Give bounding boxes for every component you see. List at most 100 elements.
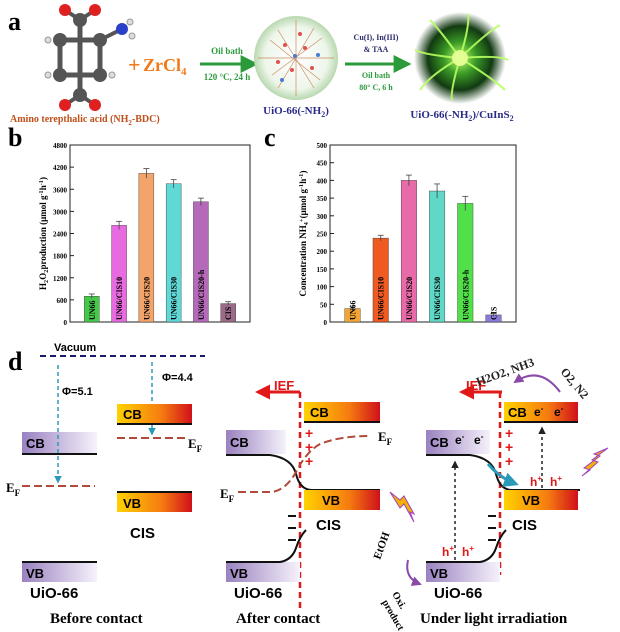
molecule-label: Amino terepthalic acid (NH2-BDC) [10,114,160,127]
phi1-label: Φ=5.1 [62,386,93,398]
uio-vb-band-3 [426,562,500,582]
y-tick-label: 3000 [53,208,68,216]
electron-3c: e- [534,404,544,419]
cis-cb-band-1 [117,404,192,424]
products-label: H2O2, NH3 [474,355,536,389]
panel-a-letter: a [8,7,21,36]
bar-label: UN66/CIS20-h [197,269,206,320]
bar-label: UN66/CIS30 [433,277,442,320]
panel-b-letter: b [8,123,22,152]
y-tick-label: 50 [320,301,328,309]
hole-3a: h+ [530,474,542,489]
y-tick-label: 600 [57,297,68,305]
bar-label: UN66/CIS20 [142,277,151,320]
bar-label: UN66/CIS10 [377,277,386,320]
y-tick-label: 2400 [53,231,68,239]
step2-top1: Cu(I), In(III) [354,33,399,42]
caption-before: Before contact [50,611,143,627]
uio-vb-label-2: VB [230,566,248,581]
ef-label-2a: EF [220,486,235,504]
hole-3d: h+ [462,544,474,559]
zrcl4-label: ZrCl4 [143,55,187,78]
ef-bent-2 [238,435,371,493]
molecule-image [44,4,136,111]
cis-cb-band-3 [504,402,578,422]
y-tick-label: 0 [324,319,328,327]
caption-after: After contact [236,611,320,627]
bar-label: UN66/CIS30 [170,277,179,320]
mof-image [254,16,338,100]
etoh-label: EtOH [372,530,393,561]
y-tick-label: 0 [64,319,68,327]
cis-cb-label-3: CB [508,405,527,420]
mof-label: UiO-66(-NH2) [263,105,329,119]
plot-frame [69,144,251,323]
bar-label: UN66 [349,300,358,320]
cis-vb-band-2 [304,490,380,510]
conversion-arrow [513,373,561,393]
cis-cb-label-1: CB [123,407,142,422]
cis-label-2: CIS [316,517,341,534]
y-tick-label: 350 [317,195,328,203]
y-tick-label: 100 [317,284,328,292]
y-axis-label: Concentration NH4 + (μmol g-1 h-1 ) [298,170,310,296]
electron-3a: e- [455,432,465,447]
phi2-label: Φ=4.4 [162,372,194,384]
uio-cb-band-1 [22,432,97,454]
y-tick-label: 3600 [53,186,68,194]
bar-label: CIS [489,306,498,320]
ief-label-2: IEF [274,378,294,393]
bar-label: UN66 [88,300,97,320]
uio-vb-label-3: VB [430,566,448,581]
chart-c: c 050100150200250300350400450500Concentr… [264,123,517,327]
y-tick-label: 150 [317,266,328,274]
uio-cb-band-2 [226,430,286,454]
uio-label-2: UiO-66 [234,585,282,602]
vacuum-label: Vacuum [54,342,96,354]
cis-vb-band-3 [504,490,578,510]
step2-top2: & TAA [364,45,389,54]
bar-label: UN66/CIS20-h [461,269,470,320]
plus-3a: + [505,425,513,441]
cis-cb-label-2: CB [310,405,329,420]
step1-top: Oil bath [211,46,243,56]
uio-vb-band-2 [226,562,300,582]
plus-2b: + [305,439,313,455]
uio-cb-label-3: CB [430,435,449,450]
reactants-label: O2, N2 [558,365,592,402]
y-tick-label: 400 [317,177,328,185]
cis-label-3: CIS [512,517,537,534]
cis-ef-label-1: EF [188,436,203,454]
plot-frame [329,144,517,323]
ef-label-2b: EF [378,429,393,447]
cis-label-1: CIS [130,525,155,542]
plus-3c: + [505,453,513,469]
y-tick-label: 1200 [53,275,68,283]
product-label: UiO-66(-NH2)/CuInS2 [410,109,513,123]
hole-3c: h+ [442,544,454,559]
ief-label-3: IEF [466,378,486,393]
cis-vb-label-3: VB [522,493,540,508]
uio-vb-band-1 [22,562,97,582]
uio-label-1: UiO-66 [30,585,78,602]
y-tick-label: 250 [317,231,328,239]
plus-3b: + [505,439,513,455]
uio-cb-band-3 [426,430,490,454]
y-tick-label: 500 [317,142,328,150]
uio-label-3: UiO-66 [434,585,482,602]
panel-c-letter: c [264,123,276,152]
cis-vb-label-2: VB [322,493,340,508]
y-tick-label: 4200 [53,164,68,172]
hole-3b: h+ [550,474,562,489]
step2-bottom2: 80° C, 6 h [359,83,393,92]
y-tick-label: 4800 [53,142,68,150]
light-bolt-icon [389,447,609,523]
caption-light: Under light irradiation [420,611,568,627]
step2-bottom1: Oil bath [362,71,391,80]
panel-d-letter: d [8,347,23,376]
bar-label: CIS [224,306,233,320]
cis-vb-label-1: VB [123,496,141,511]
step1-bottom: 120 °C, 24 h [204,72,251,82]
